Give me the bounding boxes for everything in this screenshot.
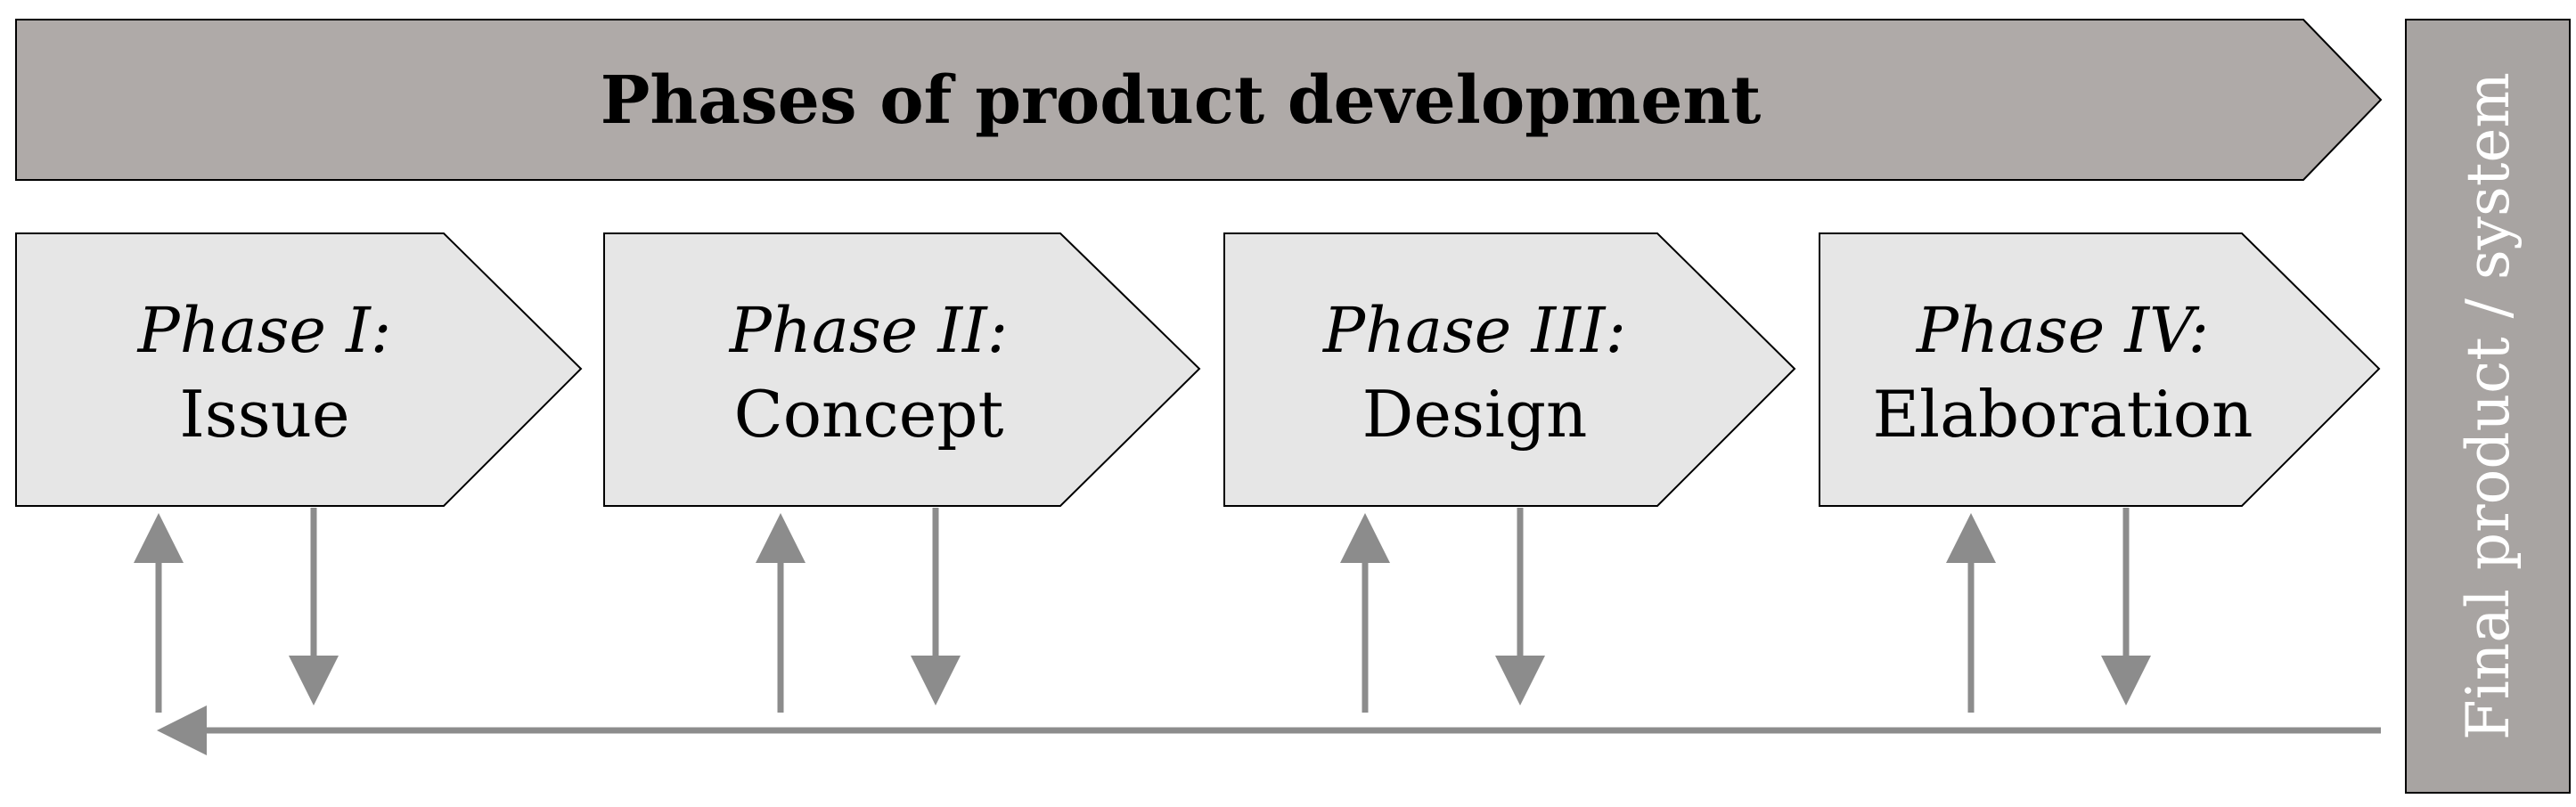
phase-4-chevron: Phase IV: Elaboration — [1819, 232, 2381, 507]
phase-4-label: Phase IV: — [1915, 294, 2209, 367]
phase-3-name: Design — [1362, 377, 1588, 452]
phase-4-name: Elaboration — [1873, 377, 2253, 452]
header-arrow-shape — [15, 19, 2383, 181]
feedback-arrows — [134, 508, 2381, 755]
header-banner: Phases of product development — [15, 19, 2383, 181]
phase-3-label: Phase III: — [1321, 294, 1626, 367]
phase-3-chevron: Phase III: Design — [1223, 232, 1796, 507]
phase-4-shape — [1819, 232, 2381, 507]
phase-2-chevron: Phase II: Concept — [603, 232, 1201, 507]
phase-1-label: Phase I: — [136, 294, 392, 367]
final-product-rect — [2405, 19, 2571, 794]
phase-3-shape — [1223, 232, 1796, 507]
phase-2-name: Concept — [734, 377, 1004, 452]
header-title: Phases of product development — [601, 62, 1762, 139]
phase-2-label: Phase II: — [728, 294, 1008, 367]
final-product-label: Final product / system — [2454, 72, 2523, 740]
phase-1-shape — [15, 232, 583, 507]
phase-1-chevron: Phase I: Issue — [15, 232, 583, 507]
phase-1-name: Issue — [179, 377, 349, 452]
phase-2-shape — [603, 232, 1201, 507]
final-product-box: Final product / system — [2405, 19, 2571, 794]
